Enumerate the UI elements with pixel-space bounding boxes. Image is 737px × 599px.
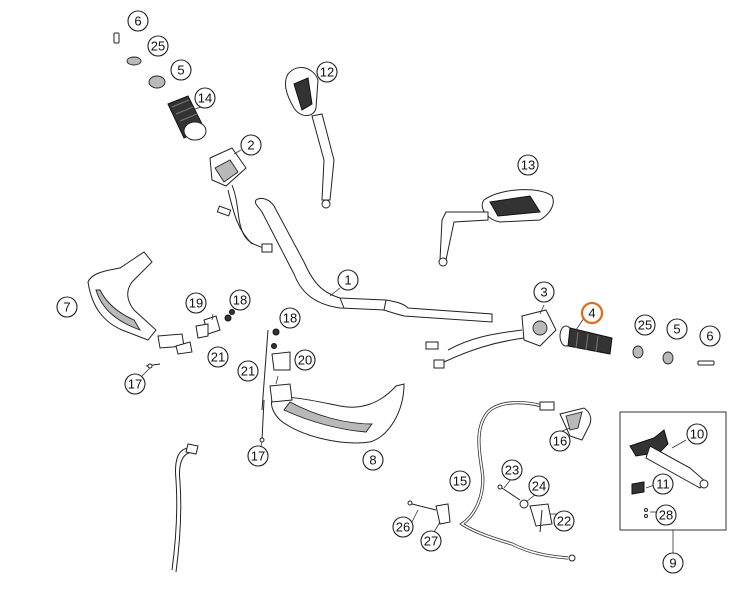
- svg-text:5: 5: [177, 63, 184, 78]
- washer-25-left: [126, 56, 142, 66]
- right-switch-3: [425, 309, 557, 369]
- callout-5-right[interactable]: 5: [666, 318, 688, 340]
- callout-7[interactable]: 7: [56, 296, 78, 318]
- parts-drawing: [87, 32, 727, 573]
- svg-text:5: 5: [673, 322, 680, 337]
- callout-18-left[interactable]: 18: [229, 289, 251, 311]
- svg-text:6: 6: [706, 329, 713, 344]
- callout-22[interactable]: 22: [553, 510, 575, 532]
- clutch-clamp-parts: [497, 484, 553, 533]
- bracket-26-27: [407, 500, 451, 525]
- svg-text:21: 21: [241, 364, 255, 379]
- svg-text:2: 2: [247, 138, 254, 153]
- left-switch-2: [209, 147, 273, 253]
- right-mirror-13: [438, 189, 554, 267]
- nut-5-left: [148, 75, 166, 89]
- callout-4[interactable]: 4: [580, 301, 604, 325]
- left-grip-14: [167, 95, 207, 141]
- svg-text:11: 11: [656, 477, 670, 492]
- screw-6-left: [113, 32, 120, 44]
- callout-15[interactable]: 15: [449, 470, 471, 492]
- callout-26[interactable]: 26: [392, 516, 414, 538]
- callouts: 6 25 5 14 2 12 13 1 3 4 25 5 6 7 19 18 1…: [56, 10, 721, 574]
- svg-text:28: 28: [659, 508, 673, 523]
- left-mirror-12: [285, 66, 335, 209]
- svg-text:13: 13: [521, 158, 535, 173]
- callout-14[interactable]: 14: [194, 87, 216, 109]
- lever-assembly-9: [619, 411, 727, 553]
- svg-text:17: 17: [251, 449, 265, 464]
- callout-17-left[interactable]: 17: [124, 373, 146, 395]
- callout-11[interactable]: 11: [652, 473, 674, 495]
- left-handguard-7: [87, 251, 185, 349]
- callout-25-right[interactable]: 25: [634, 314, 656, 336]
- svg-text:22: 22: [557, 514, 571, 529]
- callout-6-right[interactable]: 6: [699, 325, 721, 347]
- svg-text:12: 12: [320, 65, 334, 80]
- callout-10[interactable]: 10: [686, 423, 708, 445]
- callout-13[interactable]: 13: [517, 154, 539, 176]
- callout-3[interactable]: 3: [533, 281, 555, 303]
- svg-text:6: 6: [134, 14, 141, 29]
- svg-text:25: 25: [638, 318, 652, 333]
- svg-text:8: 8: [369, 453, 376, 468]
- right-clamp-parts: [259, 328, 291, 443]
- callout-8[interactable]: 8: [362, 449, 384, 471]
- svg-text:4: 4: [588, 306, 595, 321]
- clutch-cable-15: [459, 401, 576, 562]
- svg-text:27: 27: [424, 534, 438, 549]
- callout-18-right[interactable]: 18: [279, 307, 301, 329]
- svg-text:19: 19: [189, 296, 203, 311]
- callout-25-left[interactable]: 25: [147, 35, 169, 57]
- callout-16[interactable]: 16: [549, 430, 571, 452]
- callout-5-left[interactable]: 5: [170, 59, 192, 81]
- svg-text:17: 17: [128, 377, 142, 392]
- svg-text:9: 9: [669, 556, 676, 571]
- nut-5-right: [662, 351, 674, 365]
- svg-text:26: 26: [396, 520, 410, 535]
- svg-text:1: 1: [344, 273, 351, 288]
- callout-12[interactable]: 12: [316, 61, 338, 83]
- cable-boot-16: [559, 407, 592, 441]
- svg-text:24: 24: [532, 479, 546, 494]
- callout-9[interactable]: 9: [662, 552, 684, 574]
- svg-text:23: 23: [505, 463, 519, 478]
- svg-text:15: 15: [453, 474, 467, 489]
- callout-27[interactable]: 27: [420, 530, 442, 552]
- callout-21-right[interactable]: 21: [237, 360, 259, 382]
- callout-1[interactable]: 1: [337, 269, 359, 291]
- svg-text:18: 18: [233, 293, 247, 308]
- callout-19[interactable]: 19: [185, 292, 207, 314]
- svg-text:25: 25: [151, 39, 165, 54]
- handlebar-1: [255, 197, 493, 323]
- svg-text:18: 18: [283, 311, 297, 326]
- left-clamp-parts: [145, 309, 235, 369]
- svg-text:20: 20: [298, 353, 312, 368]
- screw-6-right: [697, 360, 715, 366]
- washer-25-right: [632, 345, 644, 359]
- callout-2[interactable]: 2: [240, 134, 262, 156]
- callout-23[interactable]: 23: [501, 459, 523, 481]
- right-grip-4: [559, 325, 613, 355]
- right-handguard-8: [269, 383, 405, 444]
- svg-text:21: 21: [211, 350, 225, 365]
- callout-28[interactable]: 28: [655, 504, 677, 526]
- callout-17-right[interactable]: 17: [247, 445, 269, 467]
- callout-24[interactable]: 24: [528, 475, 550, 497]
- svg-text:10: 10: [690, 427, 704, 442]
- callout-6-left[interactable]: 6: [127, 10, 149, 32]
- bottom-left-cable: [171, 443, 199, 573]
- callout-21-left[interactable]: 21: [207, 346, 229, 368]
- svg-text:16: 16: [553, 434, 567, 449]
- svg-text:7: 7: [63, 300, 70, 315]
- callout-20[interactable]: 20: [294, 349, 316, 371]
- svg-text:14: 14: [198, 91, 212, 106]
- svg-text:3: 3: [540, 285, 547, 300]
